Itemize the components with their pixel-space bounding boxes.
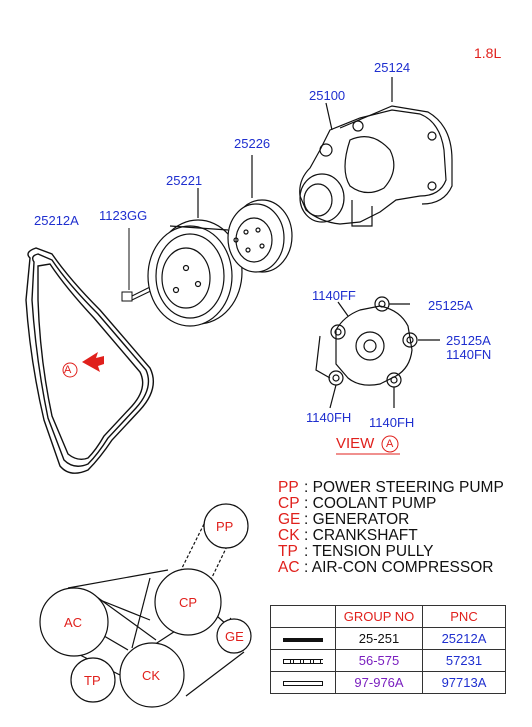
table-cell-pnc[interactable]: 25212A <box>422 627 506 650</box>
view-marker-circle <box>381 435 399 453</box>
pulley-ge <box>216 618 252 654</box>
part-1123gg-label[interactable]: 1123GG <box>99 208 148 223</box>
part-1140ff-label[interactable]: 1140FF <box>312 288 356 303</box>
part-1140fh-right-label[interactable]: 1140FH <box>369 415 415 430</box>
line-swatch-hollow <box>270 671 336 694</box>
table-row[interactable]: 25-251 25212A <box>270 627 506 650</box>
pulley-cp <box>154 568 222 636</box>
part-25124-label[interactable]: 25124 <box>374 60 411 75</box>
table-row[interactable]: 56-575 57231 <box>270 649 506 672</box>
group-pnc-table: GROUP NO PNC 25-251 25212A 56-575 57231 … <box>270 605 506 694</box>
table-row[interactable]: 97-976A 97713A <box>270 671 506 694</box>
legend-item-tp: TP: TENSION PULLY <box>278 543 434 560</box>
pulley-ge-label: GE <box>225 629 244 644</box>
line-swatch-dashed <box>270 649 336 672</box>
engine-label: 1.8L <box>474 45 502 61</box>
table-cell-pnc[interactable]: 97713A <box>422 671 506 694</box>
table-cell-group[interactable]: 97-976A <box>335 671 423 694</box>
table-header-pnc: PNC <box>422 605 506 628</box>
part-25125a-top-label[interactable]: 25125A <box>428 298 473 313</box>
pulley-ck <box>119 642 185 708</box>
legend-item-pp: PP: POWER STEERING PUMP <box>278 479 504 496</box>
part-25125a-right-label[interactable]: 25125A <box>446 333 491 348</box>
pulley-25226 <box>227 155 293 273</box>
part-25212a-label[interactable]: 25212A <box>34 213 79 228</box>
table-header-group: GROUP NO <box>335 605 423 628</box>
part-25221-label[interactable]: 25221 <box>166 173 203 188</box>
drive-belt <box>25 247 154 474</box>
pulley-pp-label: PP <box>216 519 234 534</box>
pulley-circles <box>39 503 252 708</box>
table-header-line <box>270 605 336 628</box>
line-swatch-solid <box>270 627 336 650</box>
part-1140fn-label[interactable]: 1140FN <box>446 347 492 362</box>
table-header-row: GROUP NO PNC <box>270 605 506 628</box>
part-1140fh-left-label[interactable]: 1140FH <box>306 410 352 425</box>
pulley-25221 <box>147 188 243 327</box>
water-pump <box>299 77 453 227</box>
pulley-tp-label: TP <box>84 673 101 688</box>
table-cell-pnc[interactable]: 57231 <box>422 649 506 672</box>
pulley-ck-label: CK <box>142 668 161 683</box>
view-a-detail <box>315 296 440 409</box>
part-25100-label[interactable]: 25100 <box>309 88 346 103</box>
legend-item-ac: AC: AIR-CON COMPRESSOR <box>278 559 494 576</box>
view-arrow <box>62 352 104 378</box>
view-marker: A <box>386 438 394 450</box>
pulley-pp <box>203 503 249 549</box>
pulley-tp <box>70 657 116 703</box>
arrow-marker: A <box>64 364 72 376</box>
pulley-cp-label: CP <box>179 595 198 610</box>
legend-item-ge: GE: GENERATOR <box>278 511 410 528</box>
table-cell-group[interactable]: 56-575 <box>335 649 423 672</box>
legend-item-ck: CK: CRANKSHAFT <box>278 527 418 544</box>
view-label: VIEW <box>336 435 375 452</box>
part-25226-label[interactable]: 25226 <box>234 136 271 151</box>
pulley-ac-label: AC <box>64 615 83 630</box>
pulley-ac <box>39 587 109 657</box>
table-cell-group[interactable]: 25-251 <box>335 627 423 650</box>
legend-item-cp: CP: COOLANT PUMP <box>278 495 437 512</box>
